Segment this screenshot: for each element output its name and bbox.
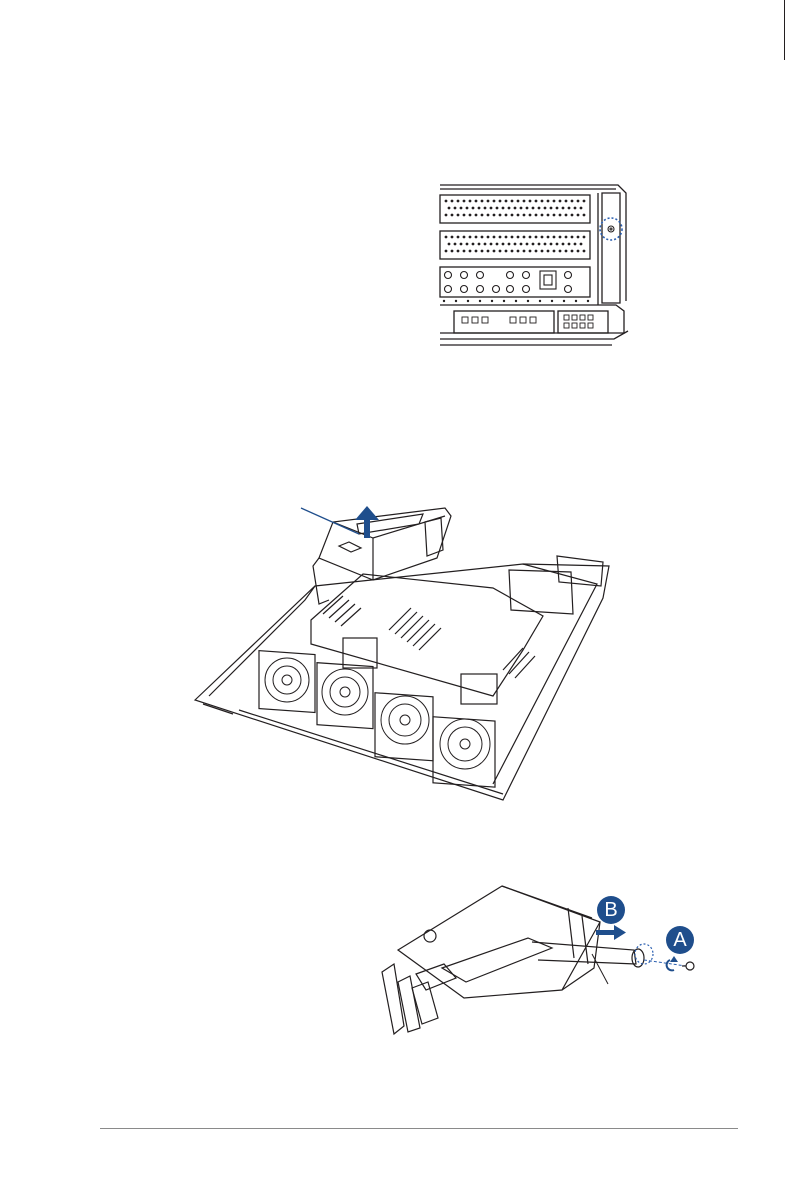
screw-highlight-circle	[600, 218, 622, 240]
callout-b-label: B	[596, 896, 626, 924]
callout-a-label: A	[665, 926, 695, 954]
riser-cage-removal-figure	[193, 504, 613, 804]
page-edge-line	[784, 0, 785, 60]
riser-bracket-screw-figure	[438, 183, 632, 349]
rod-leader-line	[592, 954, 608, 984]
riser-cage-assembly-figure	[382, 878, 712, 1038]
footer-rule	[100, 1128, 738, 1129]
pull-out-arrow	[596, 925, 626, 940]
